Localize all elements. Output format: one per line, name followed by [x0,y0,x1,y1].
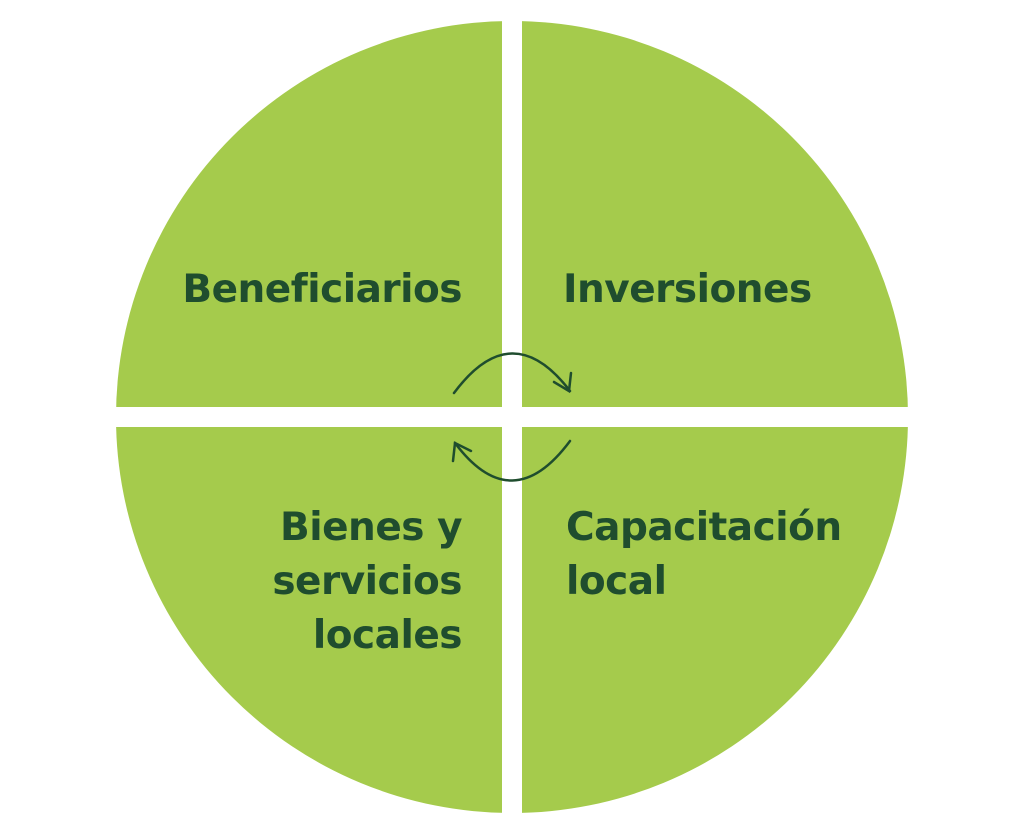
arrow-top-icon [452,352,572,395]
label-line: locales [312,613,463,658]
label-line: Bienes y [280,505,462,550]
quadrant-top-right [522,21,908,407]
circular-arrows-icon [451,352,573,482]
quadrant-bottom-right [522,427,908,813]
label-line: local [566,559,667,604]
label-line: servicios [272,559,462,604]
label-inversiones: Inversiones [563,267,812,312]
label-capacitacion: Capacitación local [566,501,906,609]
label-bienes-servicios: Bienes y servicios locales [120,501,462,663]
quadrant-top-left [116,21,502,407]
label-line: Capacitación [566,505,842,550]
label-beneficiarios: Beneficiarios [182,267,462,312]
arrow-bottom-icon [453,439,572,482]
